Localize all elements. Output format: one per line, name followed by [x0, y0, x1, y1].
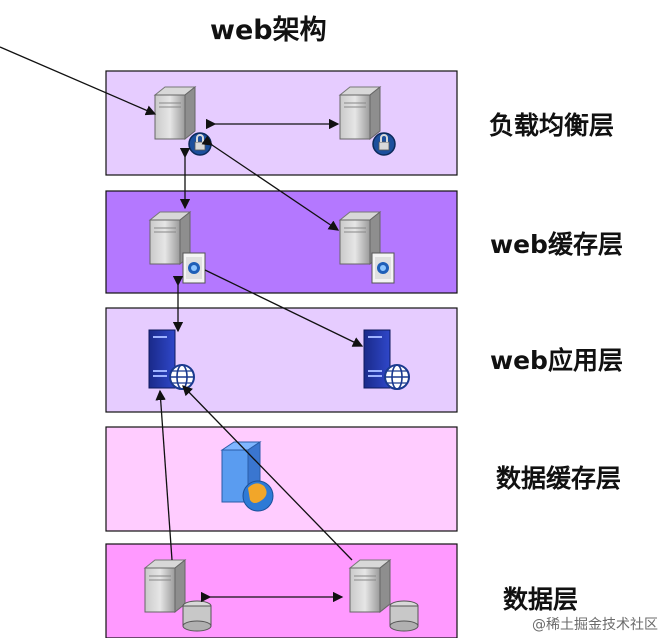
incoming-request-arrow	[0, 46, 157, 116]
db-server-left-icon	[144, 559, 212, 632]
data-cache-server-icon	[220, 441, 274, 512]
layer-label-load-balancing: 负载均衡层	[489, 111, 615, 140]
layer-label-data: 数据层	[503, 585, 579, 614]
lb-to-cache-right-arrow	[201, 135, 340, 231]
diagram-title: web架构	[210, 15, 327, 46]
cache-to-app-right-arrow	[204, 269, 364, 347]
db-to-app-left-arrow	[155, 389, 173, 561]
watermark: @稀土掘金技术社区	[532, 617, 658, 633]
layer-box-data-cache	[105, 426, 458, 532]
layer-label-data-cache: 数据缓存层	[496, 464, 622, 493]
layer-label-web-app: web应用层	[490, 346, 623, 375]
connector-lines	[0, 46, 364, 603]
db-server-right-icon	[349, 559, 419, 632]
db-to-app-right-arrow	[182, 385, 353, 561]
layer-label-web-cache: web缓存层	[490, 230, 623, 259]
